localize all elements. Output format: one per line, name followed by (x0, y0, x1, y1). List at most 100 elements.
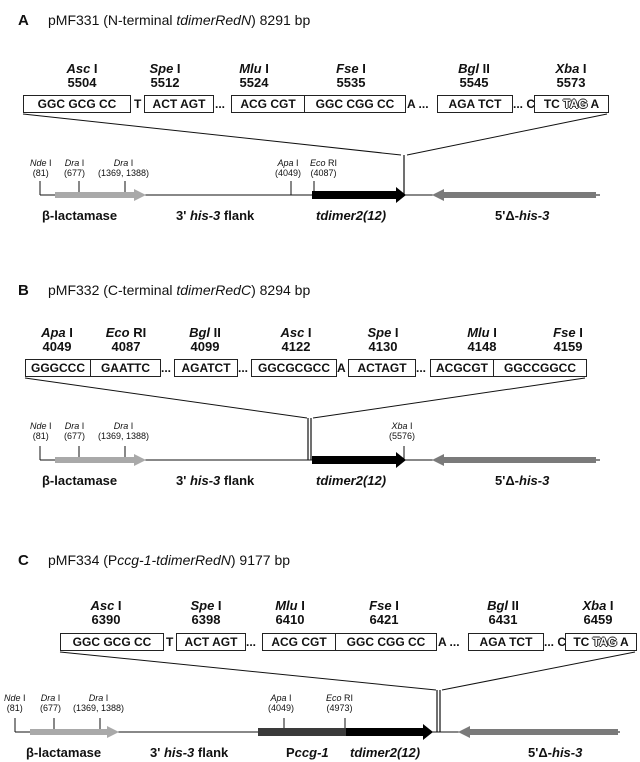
tdimer-arrow (346, 724, 433, 740)
feature-label: 3' his-3 flank (176, 208, 255, 223)
seq-text: ... C (513, 97, 536, 111)
seq-box: ACT AGT (144, 95, 214, 113)
site-label: Nde I(81) (30, 158, 52, 178)
seq-text: A ... (438, 635, 460, 649)
seq-box: GGC CGG CC (304, 95, 406, 113)
seq-text: ... (416, 361, 427, 375)
site-label: Eco RI(4973) (326, 693, 354, 713)
seq-box: GGC CGG CC (335, 633, 437, 651)
feature-label: 5'Δ-his-3 (528, 745, 583, 760)
seq-box: GGCGCGCC (251, 359, 337, 377)
seq-text: A ... (407, 97, 429, 111)
seq-text: T (134, 97, 142, 111)
panel-a: A pMF331 (N-terminal tdimerRedN) 8291 bp… (0, 0, 640, 240)
beta-lactamase-arrow (55, 454, 146, 466)
tdimer-arrow (312, 452, 406, 468)
site-label: Apa I(4049) (275, 158, 302, 178)
seq-box: TC TAG A (565, 633, 637, 651)
site-label: Apa I(4049) (268, 693, 295, 713)
zoom-line-left (22, 113, 402, 156)
tdimer-arrow (312, 187, 406, 203)
feature-label: tdimer2(12) (316, 208, 387, 223)
zoom-line-left (59, 651, 437, 691)
zoom-line-right (312, 377, 586, 419)
seq-box: ACT AGT (176, 633, 246, 651)
seq-box: AGATCT (174, 359, 238, 377)
feature-label: β-lactamase (42, 208, 118, 223)
panel-title: pMF332 (C-terminal tdimerRedC) 8294 bp (48, 282, 311, 298)
site-label: Nde I(81) (30, 421, 52, 441)
seq-box: AGA TCT (437, 95, 513, 113)
site-label: Eco RI(4087) (310, 158, 338, 178)
site-label: Dra I(677) (40, 693, 62, 713)
feature-label: tdimer2(12) (316, 473, 387, 488)
his3-arrow (432, 454, 596, 466)
feature-label: 3' his-3 flank (150, 745, 229, 760)
his3-arrow (458, 726, 618, 738)
zoom-line-right (406, 113, 608, 156)
site-label: Dra I(1369, 1388) (73, 693, 125, 713)
seq-box: TC TAG A (534, 95, 609, 113)
site-label: Dra I(677) (64, 158, 86, 178)
feature-label: tdimer2(12) (350, 745, 421, 760)
feature-label: 3' his-3 flank (176, 473, 255, 488)
zoom-line-left (24, 377, 308, 419)
beta-lactamase-arrow (55, 189, 146, 201)
beta-lactamase-arrow (30, 726, 119, 738)
map-graphics (22, 113, 608, 203)
zoom-line-right (441, 651, 636, 691)
seq-text: ... (246, 635, 257, 649)
map-graphics (24, 377, 600, 468)
panel-title: pMF334 (Pccg-1-tdimerRedN) 9177 bp (48, 552, 291, 568)
site-label: Xba I(5576) (389, 421, 416, 441)
panel-letter: B (18, 282, 29, 299)
site-label: Nde I(81) (4, 693, 26, 713)
panel-c: C pMF334 (Pccg-1-tdimerRedN) 9177 bp Asc… (0, 540, 640, 762)
feature-label: β-lactamase (26, 745, 102, 760)
seq-text: ... C (544, 635, 567, 649)
his3-arrow (432, 189, 596, 201)
promoter-block (258, 728, 346, 736)
seq-box: AGA TCT (468, 633, 544, 651)
feature-label: Pccg-1 (286, 745, 329, 760)
seq-box: GGC GCG CC (23, 95, 131, 113)
feature-label: β-lactamase (42, 473, 118, 488)
seq-box: GGC GCG CC (60, 633, 164, 651)
feature-label: 5'Δ-his-3 (495, 208, 550, 223)
panel-title: pMF331 (N-terminal tdimerRedN) 8291 bp (48, 12, 311, 28)
seq-text: ... (161, 361, 172, 375)
map-graphics (14, 651, 636, 740)
seq-box: ACTAGT (348, 359, 416, 377)
feature-label: 5'Δ-his-3 (495, 473, 550, 488)
panel-b: B pMF332 (C-terminal tdimerRedC) 8294 bp… (0, 270, 640, 510)
site-label: Dra I(1369, 1388) (98, 158, 150, 178)
site-label: Dra I(677) (64, 421, 86, 441)
panel-letter: C (18, 552, 29, 569)
seq-text: A (337, 361, 346, 375)
site-label: Dra I(1369, 1388) (98, 421, 150, 441)
seq-text: ... (238, 361, 249, 375)
seq-text: ... (215, 97, 226, 111)
panel-letter: A (18, 12, 29, 29)
seq-text: T (166, 635, 174, 649)
seq-box: GAATTC (90, 359, 161, 377)
